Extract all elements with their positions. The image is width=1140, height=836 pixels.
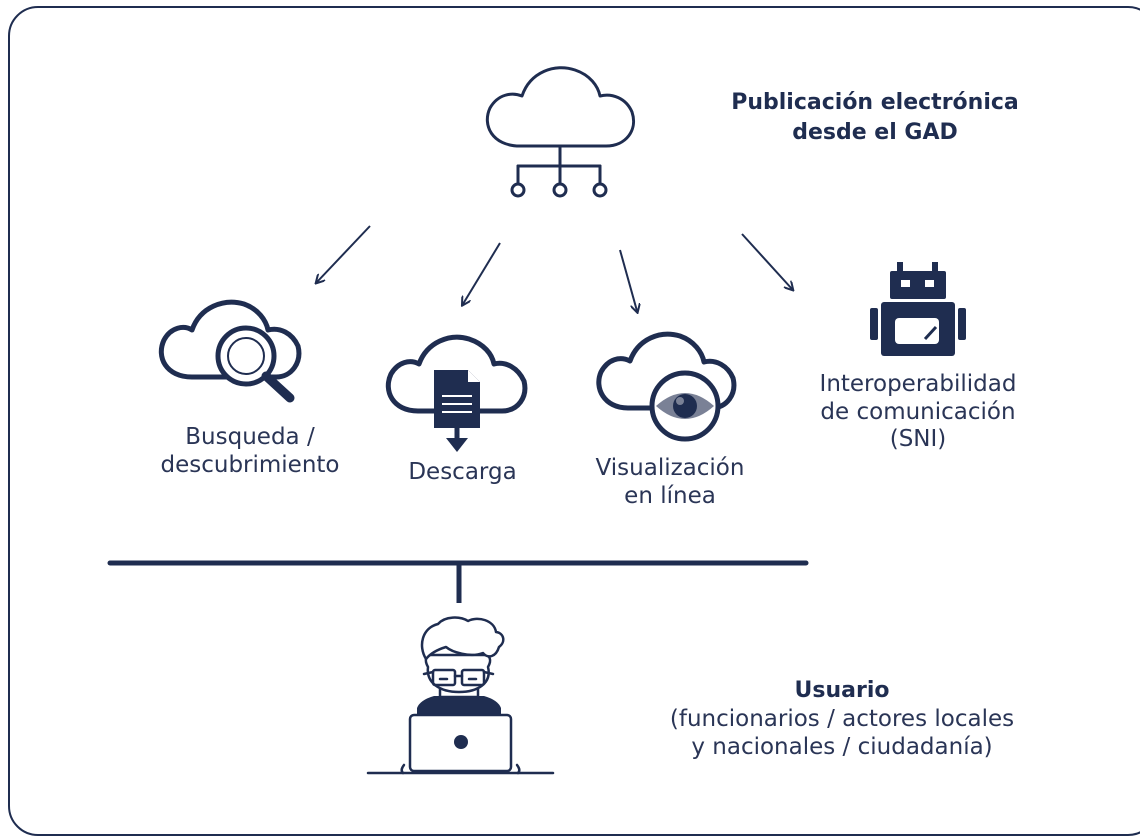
robot-icon bbox=[870, 262, 966, 356]
arrow-to-view bbox=[619, 249, 637, 311]
online-view-label-line-2: en línea bbox=[624, 482, 716, 509]
user-title: Usuario bbox=[794, 678, 890, 703]
cloud-eye-icon bbox=[596, 331, 737, 442]
arrow-to-robot bbox=[741, 233, 792, 289]
title-line-2: desde el GAD bbox=[792, 119, 958, 145]
search-label-line-2: descubrimiento bbox=[160, 451, 340, 478]
interoperability-label-line-3: (SNI) bbox=[889, 426, 947, 453]
interoperability-label-line-2: de comunicación bbox=[820, 398, 1016, 425]
user-description-line-2: y nacionales / ciudadanía) bbox=[691, 733, 993, 760]
arrow-to-search bbox=[317, 225, 371, 282]
user-description: Usuario (funcionarios / actores locales … bbox=[622, 678, 1062, 762]
user-description-line-1: (funcionarios / actores locales bbox=[669, 706, 1015, 733]
online-view-label: Visualización en línea bbox=[575, 455, 765, 510]
search-label-line-1: Busqueda / bbox=[185, 424, 315, 450]
title-line-1: Publicación electrónica bbox=[731, 90, 1019, 115]
cloud-search-icon bbox=[158, 299, 302, 403]
online-view-label-line-1: Visualización bbox=[595, 455, 745, 481]
flow-arrows bbox=[317, 225, 792, 311]
search-label: Busqueda / descubrimiento bbox=[150, 424, 350, 479]
interoperability-label-line-1: Interoperabilidad bbox=[819, 371, 1017, 397]
cloud-network-icon bbox=[485, 66, 635, 198]
cloud-download-icon bbox=[385, 334, 528, 452]
download-label: Descarga bbox=[385, 459, 540, 487]
arrow-to-download bbox=[463, 242, 501, 304]
user-connector bbox=[107, 560, 809, 603]
download-label-line-1: Descarga bbox=[408, 459, 517, 485]
page-title: Publicación electrónica desde el GAD bbox=[705, 88, 1045, 147]
user-laptop-icon bbox=[366, 616, 555, 775]
interoperability-label: Interoperabilidad de comunicación (SNI) bbox=[798, 371, 1038, 454]
